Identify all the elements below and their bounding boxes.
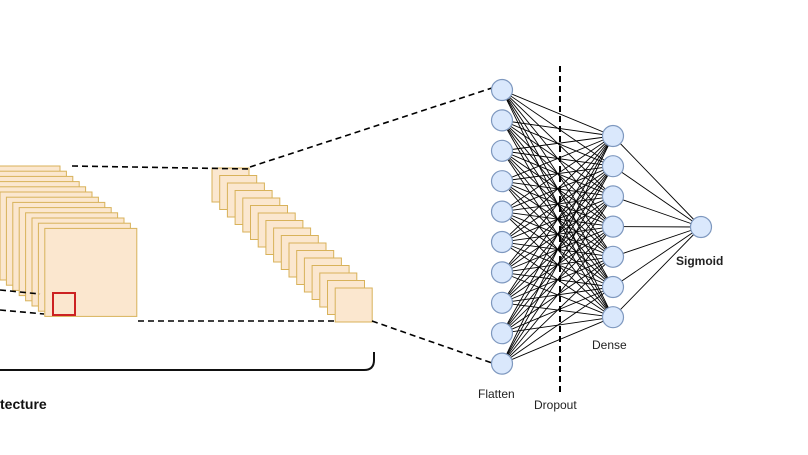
flatten-neuron [490, 139, 514, 162]
connection-flatten-dense [501, 135, 614, 273]
convolution-kernel-window [52, 292, 76, 316]
flatten-neuron [490, 170, 514, 193]
flatten-neuron [490, 261, 514, 284]
flatten-neuron [490, 109, 514, 132]
flatten-neuron [490, 322, 514, 345]
dropout-label: Dropout [534, 398, 577, 412]
projection-line [371, 320, 493, 364]
pooled-feature-maps-small [211, 167, 373, 323]
connection-flatten-dense [501, 165, 614, 364]
architecture-bracket [0, 352, 375, 371]
dense-neuron [601, 155, 625, 178]
connection-flatten-dense [501, 135, 614, 334]
feature-map-large [44, 227, 138, 317]
projection-line [0, 289, 41, 295]
connection-flatten-dense [501, 119, 614, 137]
connection-flatten-dense [501, 196, 614, 364]
connection-flatten-dense [501, 135, 614, 243]
connection-flatten-dense [501, 135, 614, 152]
connection-flatten-dense [501, 135, 614, 212]
connection-flatten-dense [501, 135, 614, 364]
connection-dense-output [612, 165, 702, 228]
connection-dense-output [612, 226, 702, 258]
dense-neuron [601, 245, 625, 268]
connection-flatten-dense [501, 135, 614, 182]
dense-neuron [601, 124, 625, 148]
connection-flatten-dense [501, 135, 614, 304]
flatten-neuron [490, 230, 514, 254]
flatten-label: Flatten [478, 387, 515, 401]
connection-dense-output [612, 226, 702, 288]
dense-layer-neurons [601, 124, 625, 329]
connection-flatten-dense [501, 316, 614, 365]
projection-line [0, 309, 45, 315]
architecture-label: tecture [0, 396, 47, 412]
flatten-layer-neurons [490, 78, 514, 375]
connection-dense-output [612, 195, 702, 228]
dense-neuron [601, 215, 625, 238]
flatten-neuron [490, 78, 514, 102]
dense-neuron [601, 275, 625, 299]
projection-line [249, 87, 493, 168]
flatten-neuron [490, 200, 514, 223]
network-connections [501, 89, 702, 365]
flatten-neuron [490, 291, 514, 314]
dense-label: Dense [592, 338, 627, 352]
projection-dashed-lines [0, 87, 493, 364]
dense-neuron [601, 185, 625, 208]
sigmoid-label: Sigmoid [676, 254, 724, 268]
dense-neuron [601, 306, 625, 329]
connection-flatten-dense [501, 286, 614, 364]
sigmoid-output-neuron [689, 215, 713, 239]
flatten-neuron [490, 352, 514, 375]
connection-flatten-dense [501, 89, 614, 137]
connection-dense-output [612, 135, 702, 228]
connection-flatten-dense [501, 256, 614, 364]
connection-flatten-dense [501, 226, 614, 364]
feature-map-small [334, 287, 373, 323]
connection-dense-output [612, 226, 702, 318]
output-neuron [689, 215, 713, 239]
conv-feature-maps-large [0, 165, 138, 317]
